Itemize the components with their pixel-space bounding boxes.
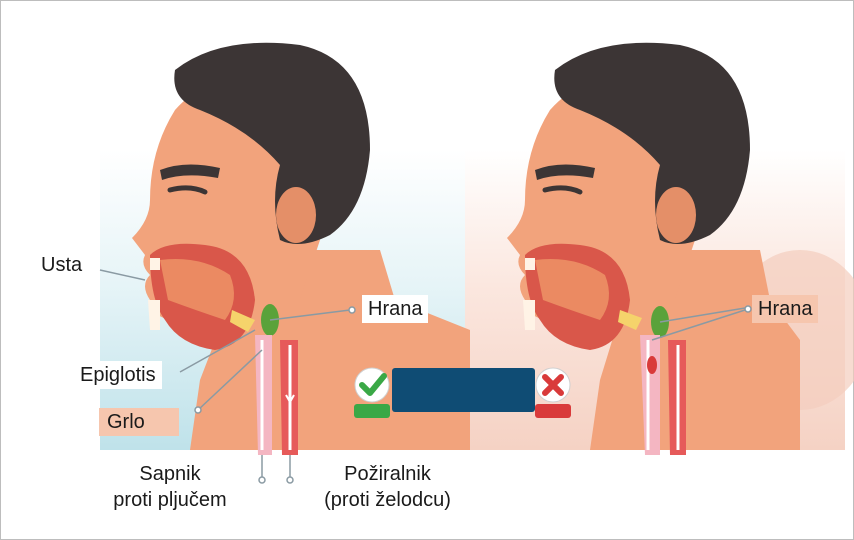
center-bar — [392, 368, 535, 412]
label-epiglotis: Epiglotis — [74, 361, 162, 389]
label-sapnik: Sapnik proti pljučem — [90, 461, 250, 513]
label-hrana-right: Hrana — [752, 295, 818, 323]
label-hrana-left: Hrana — [362, 295, 428, 323]
label-poziralnik-line1: Požiralnik — [300, 461, 475, 487]
label-sapnik-line2: proti pljučem — [90, 487, 250, 513]
label-poziralnik-line2: (proti želodcu) — [300, 487, 475, 513]
check-icon — [354, 368, 390, 418]
label-poziralnik: Požiralnik (proti želodcu) — [300, 461, 475, 513]
label-sapnik-line1: Sapnik — [90, 461, 250, 487]
cross-icon — [535, 368, 571, 418]
label-usta: Usta — [41, 253, 82, 277]
label-grlo: Grlo — [99, 408, 179, 436]
